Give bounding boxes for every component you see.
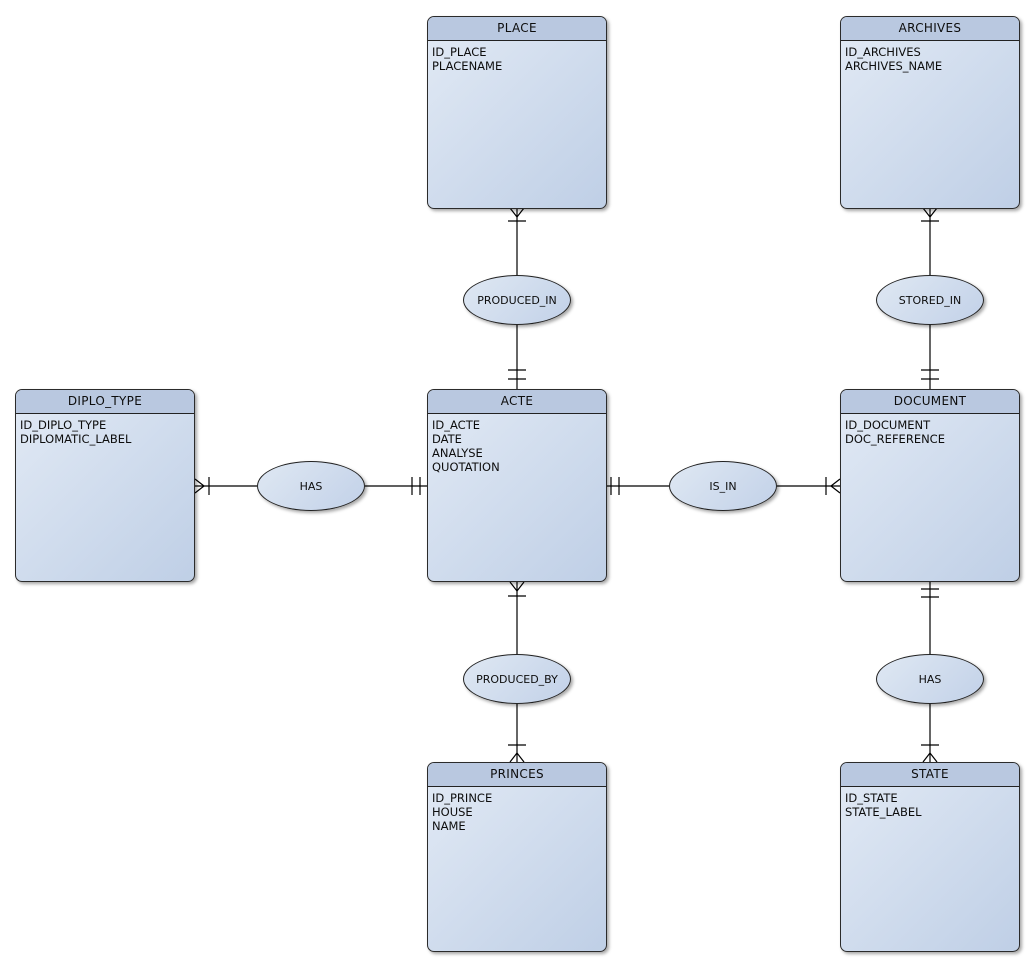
relationship-stored-in-label: STORED_IN: [898, 293, 962, 307]
relationship-produced-by-label: PRODUCED_BY: [476, 672, 558, 686]
entity-state-attributes: ID_STATE STATE_LABEL: [845, 791, 922, 819]
entity-princes-attributes: ID_PRINCE HOUSE NAME: [432, 791, 493, 833]
entity-document-title: DOCUMENT: [841, 390, 1019, 414]
entity-archives-attributes: ID_ARCHIVES ARCHIVES_NAME: [845, 45, 943, 73]
relationship-has-document-state[interactable]: HAS: [876, 654, 984, 704]
relationship-is-in-label: IS_IN: [709, 479, 737, 493]
relationship-has-diplo-type-acte-label: HAS: [299, 479, 323, 493]
relationship-is-in[interactable]: IS_IN: [669, 461, 777, 511]
entity-place-attributes: ID_PLACE PLACENAME: [432, 45, 503, 73]
connector-archives-stored-in: [921, 207, 939, 275]
connector-is-in-document: [777, 477, 841, 495]
entity-state[interactable]: STATE ID_STATE STATE_LABEL: [840, 762, 1020, 952]
relationship-produced-in-label: PRODUCED_IN: [477, 293, 557, 307]
connector-place-produced-in: [508, 207, 526, 275]
entity-place-title: PLACE: [428, 17, 606, 41]
relationship-has-document-state-label: HAS: [918, 672, 942, 686]
entity-place[interactable]: PLACE ID_PLACE PLACENAME: [427, 16, 607, 209]
relationship-produced-by[interactable]: PRODUCED_BY: [463, 654, 571, 704]
relationship-has-diplo-type-acte[interactable]: HAS: [257, 461, 365, 511]
connector-diplo-type-has: [194, 477, 257, 495]
entity-princes[interactable]: PRINCES ID_PRINCE HOUSE NAME: [427, 762, 607, 952]
connector-acte-is-in: [607, 477, 669, 495]
entity-diplo-type[interactable]: DIPLO_TYPE ID_DIPLO_TYPE DIPLOMATIC_LABE…: [15, 389, 195, 582]
entity-archives-title: ARCHIVES: [841, 17, 1019, 41]
entity-acte-title: ACTE: [428, 390, 606, 414]
connector-produced-in-acte: [508, 325, 526, 389]
connector-document-has: [921, 582, 939, 654]
entity-diplo-type-title: DIPLO_TYPE: [16, 390, 194, 414]
connector-stored-in-document: [921, 325, 939, 389]
entity-acte-attributes: ID_ACTE DATE ANALYSE QUOTATION: [432, 418, 500, 474]
relationship-stored-in[interactable]: STORED_IN: [876, 275, 984, 325]
entity-diplo-type-attributes: ID_DIPLO_TYPE DIPLOMATIC_LABEL: [20, 418, 132, 446]
connector-has-state: [921, 704, 939, 763]
entity-state-title: STATE: [841, 763, 1019, 787]
entity-document[interactable]: DOCUMENT ID_DOCUMENT DOC_REFERENCE: [840, 389, 1020, 582]
connector-acte-produced-by: [508, 581, 526, 654]
entity-document-attributes: ID_DOCUMENT DOC_REFERENCE: [845, 418, 945, 446]
entity-archives[interactable]: ARCHIVES ID_ARCHIVES ARCHIVES_NAME: [840, 16, 1020, 209]
entity-princes-title: PRINCES: [428, 763, 606, 787]
relationship-produced-in[interactable]: PRODUCED_IN: [463, 275, 571, 325]
connector-has-acte: [365, 477, 427, 495]
entity-acte[interactable]: ACTE ID_ACTE DATE ANALYSE QUOTATION: [427, 389, 607, 582]
connector-produced-by-princes: [508, 704, 526, 763]
